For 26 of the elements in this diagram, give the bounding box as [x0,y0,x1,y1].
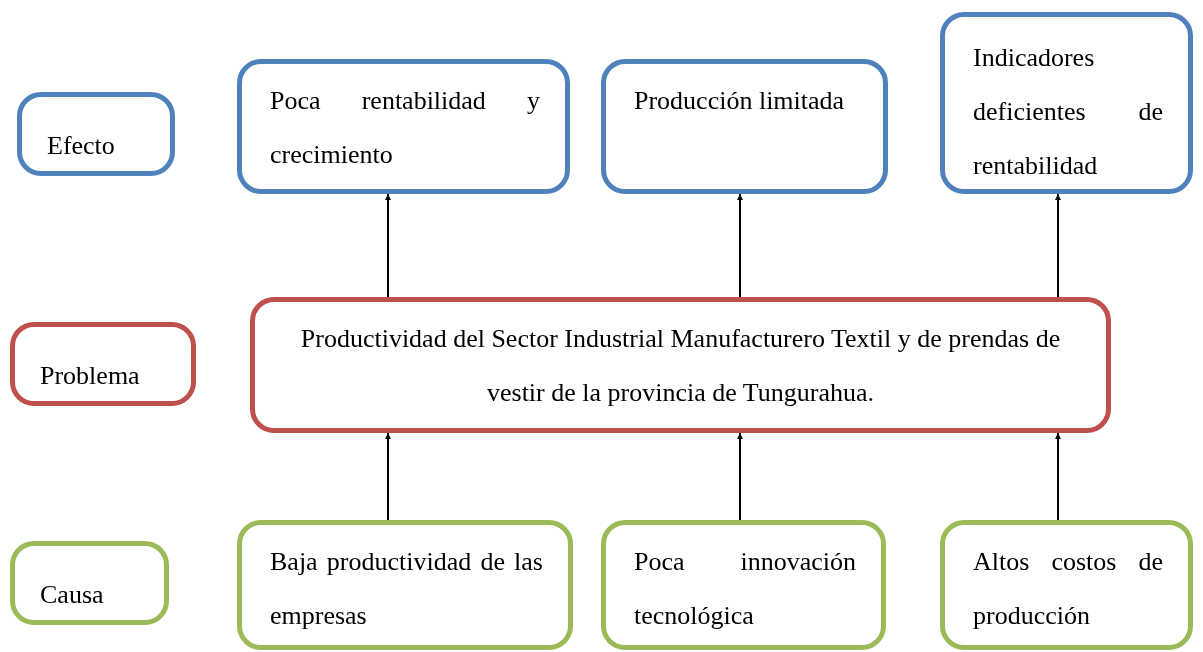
arrow [1055,432,1061,521]
problem-box [250,297,1111,433]
node-text: Causa [40,579,105,611]
node-text: Baja productividad de las empresas [270,546,543,632]
arrow [385,193,391,298]
label-box [10,322,196,406]
cause-box [237,520,573,650]
arrow [737,193,743,298]
node-text: Poca innovación tecnológica [634,546,856,632]
node-text: Indicadores deficientes de rentabilidad [973,42,1163,182]
node-text: Poca rentabilidad y crecimiento [270,85,540,171]
effect-box [601,59,888,194]
node-text: Problema [40,360,141,392]
effect-box [237,59,570,194]
cause-box [601,520,886,650]
label-box [17,92,175,176]
label-box [10,541,169,625]
node-text: Altos costos de producción [973,546,1163,632]
effect-box [940,12,1193,194]
node-text: Efecto [47,130,116,162]
arrow [1055,193,1061,298]
arrow [385,432,391,521]
node-text: Producción limitada [634,85,846,117]
arrow [737,432,743,521]
cause-box [940,520,1193,650]
node-text: Productividad del Sector Industrial Manufacturero Textil y de prendas de vestir de la provincia de Tungurahua. [299,323,1062,409]
